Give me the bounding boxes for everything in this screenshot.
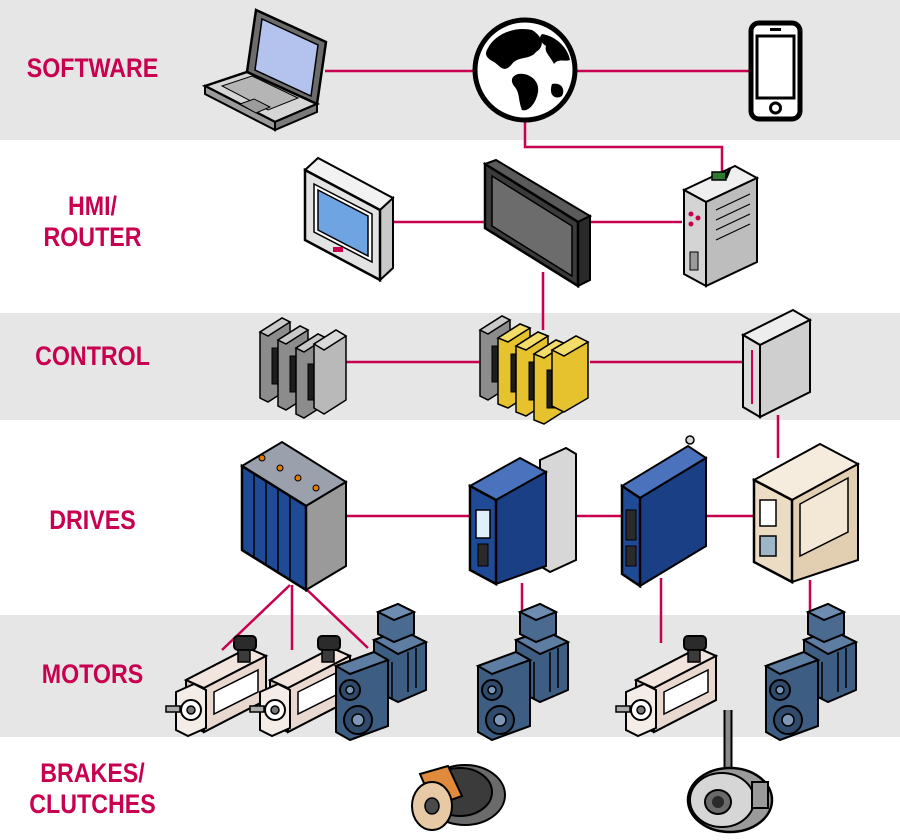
hmi-panel-icon [303,156,395,283]
brake-icon [686,710,774,834]
row-label-hmi-router: HMI/ ROUTER [43,191,142,252]
touch-panel-icon [482,158,593,289]
laptop-icon [201,8,328,132]
multi-axis-drive-icon [240,440,348,593]
plc-gray-icon [259,317,348,419]
compact-drive-icon [620,435,708,589]
row-label-drives: DRIVES [49,505,136,535]
plc-yellow-icon [479,315,590,425]
beige-drive-icon [751,442,861,585]
row-label-brakes-clutches: BRAKES/ CLUTCHES [29,758,156,819]
clutch-icon [411,764,506,831]
row-label-control: CONTROL [35,341,150,371]
row-label-software: SOFTWARE [26,53,159,83]
servo-drive-icon [467,446,577,587]
row-label-motors: MOTORS [41,659,144,689]
controller-box-icon [740,308,813,419]
smartphone-icon [748,20,803,122]
router-icon [681,164,760,288]
globe-icon [472,17,578,123]
band-motors [0,615,900,737]
